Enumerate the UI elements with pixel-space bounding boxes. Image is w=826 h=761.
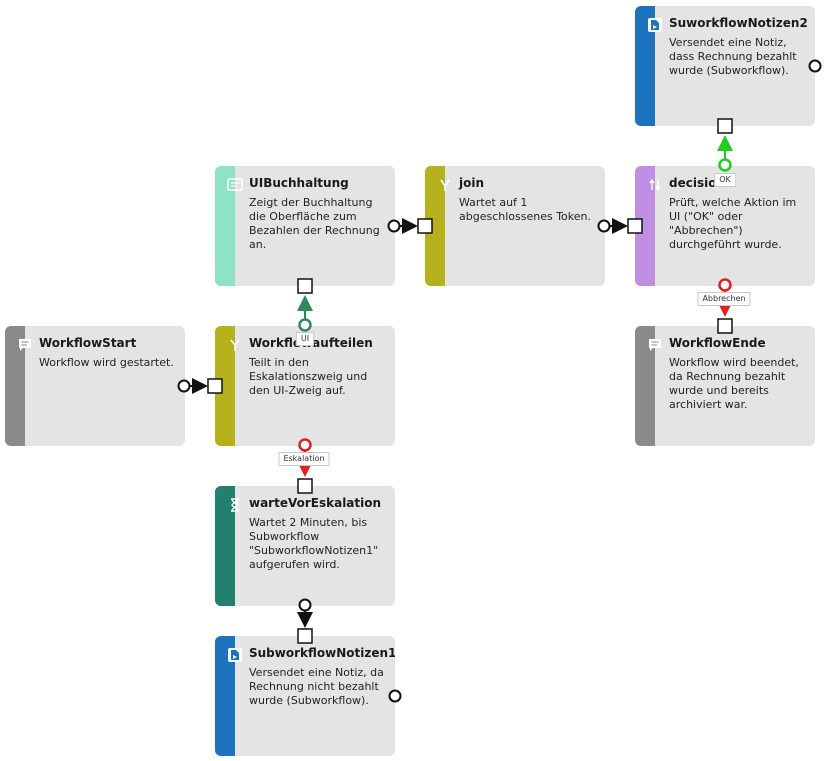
- subworkflow-icon: [226, 646, 244, 664]
- node-suworkflow-notizen2[interactable]: SuworkflowNotizen2 Versendet eine Notiz,…: [635, 6, 815, 126]
- node-color-bar: [425, 166, 445, 286]
- edge-label-eskalation: Eskalation: [278, 452, 330, 466]
- node-color-bar: [215, 636, 235, 756]
- edge-decision-abbrechen: [717, 278, 733, 334]
- split-icon: [226, 336, 244, 354]
- node-color-bar: [635, 326, 655, 446]
- node-workflow-aufteilen[interactable]: Workflowaufteilen Teilt in den Eskalatio…: [215, 326, 395, 446]
- node-title: decision: [669, 176, 725, 190]
- node-description: Wartet auf 1 abgeschlossenes Token.: [459, 196, 591, 223]
- node-warte-vor-eskalation[interactable]: warteVorEskalation Wartet 2 Minuten, bis…: [215, 486, 395, 606]
- node-ui-buchhaltung[interactable]: UIBuchhaltung Zeigt der Buchhaltung die …: [215, 166, 395, 286]
- node-color-bar: [5, 326, 25, 446]
- node-description: Versendet eine Notiz, da Rechnung nicht …: [249, 666, 384, 707]
- edge-label-ui: UI: [295, 332, 315, 346]
- node-title: SubworkflowNotizen1: [249, 646, 395, 660]
- edge-aufteilen-eskalation: [297, 438, 313, 494]
- node-description: Workflow wird beendet, da Rechnung bezah…: [669, 356, 799, 411]
- node-workflow-start[interactable]: WorkflowStart Workflow wird gestartet.: [5, 326, 185, 446]
- node-title: join: [459, 176, 485, 190]
- node-join[interactable]: join Wartet auf 1 abgeschlossenes Token.: [425, 166, 605, 286]
- node-title: WorkflowStart: [39, 336, 137, 350]
- message-icon: [646, 336, 664, 354]
- node-workflow-ende[interactable]: WorkflowEnde Workflow wird beendet, da R…: [635, 326, 815, 446]
- node-title: WorkflowEnde: [669, 336, 766, 350]
- node-subworkflow-notizen1[interactable]: SubworkflowNotizen1 Versendet eine Notiz…: [215, 636, 395, 756]
- edge-aufteilen-ui: [297, 278, 313, 332]
- node-description: Versendet eine Notiz, dass Rechnung beza…: [669, 36, 797, 77]
- node-color-bar: [635, 6, 655, 126]
- ui-screen-icon: [226, 176, 244, 194]
- node-color-bar: [215, 486, 235, 606]
- node-color-bar: [215, 166, 235, 286]
- node-description: Wartet 2 Minuten, bis Subworkflow "Subwo…: [249, 516, 379, 571]
- subworkflow-icon: [646, 16, 664, 34]
- join-icon: [436, 176, 454, 194]
- edge-decision-ok: [717, 118, 733, 172]
- node-title: warteVorEskalation: [249, 496, 382, 510]
- edge-label-ok: OK: [714, 173, 736, 187]
- decision-icon: [646, 176, 664, 194]
- node-color-bar: [635, 166, 655, 286]
- node-description: Workflow wird gestartet.: [39, 356, 174, 369]
- node-title: Workflowaufteilen: [249, 336, 389, 350]
- node-description: Teilt in den Eskalationszweig und den UI…: [249, 356, 368, 397]
- message-icon: [16, 336, 34, 354]
- node-description: Prüft, welche Aktion im UI ("OK" oder "A…: [669, 196, 797, 251]
- edge-label-abbrechen: Abbrechen: [697, 292, 751, 306]
- node-title: UIBuchhaltung: [249, 176, 349, 190]
- node-color-bar: [215, 326, 235, 446]
- hourglass-icon: [226, 496, 244, 514]
- node-description: Zeigt der Buchhaltung die Oberfläche zum…: [249, 196, 380, 251]
- node-title: SuworkflowNotizen2: [669, 16, 808, 30]
